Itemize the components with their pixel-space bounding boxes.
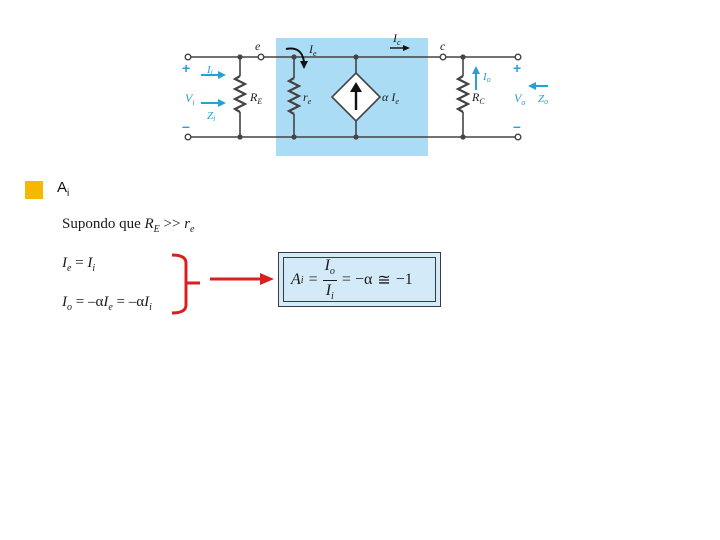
assumption-line: Supondo que RE >> re [62,216,195,235]
terminal-in-top [184,53,192,61]
gain-fraction: Io Ii [322,257,337,302]
label-ie: Ie [308,42,317,58]
bullet-square [25,181,43,199]
source-direction-arrow [350,82,362,110]
junction [237,54,243,60]
terminal-out-top [514,53,522,61]
node-e [257,53,265,61]
junction [353,54,359,60]
label-io: Io [482,71,491,84]
node-c [439,53,447,61]
bullet-title: Ai [57,179,70,199]
junction [237,134,243,140]
label-zi: Zi [207,110,215,123]
equation-io: Io = –αIe = –αIi [62,294,152,313]
label-ii: Ii [206,64,213,77]
label-rc: RC [471,90,485,106]
plus-out: + [513,60,521,76]
label-vo: Vo [514,91,525,107]
label-zo: Zo [538,93,548,106]
red-bracket [171,253,188,315]
terminal-in-bottom [184,133,192,141]
plus-in: + [182,60,190,76]
red-arrow-head [260,273,274,285]
junction [291,134,297,140]
junction [460,134,466,140]
label-ic: Ic [392,31,401,47]
terminal-out-bottom [514,133,522,141]
arrow-ie [285,47,305,63]
resistor-rc-zigzag [455,75,471,113]
label-r-e: re [303,90,312,106]
minus-out: – [513,118,521,134]
label-re: RE [249,90,262,106]
label-vi: Vi [185,91,195,107]
resistor-r-e-zigzag [286,77,302,115]
equation-ie: Ie = Ii [62,255,96,274]
result-box-inner-border [283,257,436,302]
resistor-re-zigzag [232,75,248,113]
label-node-e: e [255,39,261,53]
junction [460,54,466,60]
junction [291,54,297,60]
label-node-c: c [440,39,446,53]
junction [353,134,359,140]
minus-in: – [182,118,190,134]
